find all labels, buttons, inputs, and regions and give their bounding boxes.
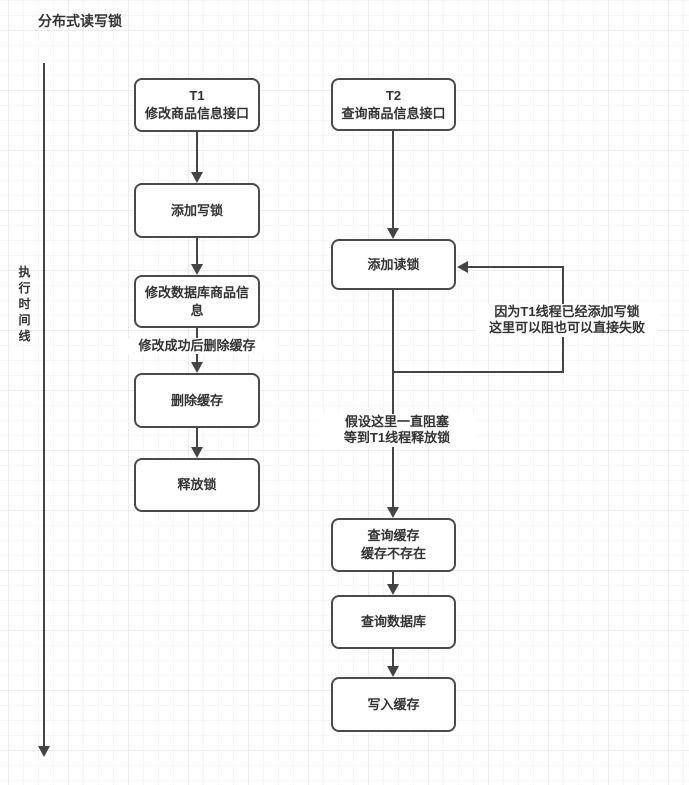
node-update-db-label: 修改数据库商品信息 bbox=[144, 284, 249, 318]
arrow-delete-cache-to-release-lock bbox=[196, 428, 198, 448]
arrowhead-add-read-lock-to-query-cache-icon bbox=[387, 507, 399, 518]
node-t1: T1 修改商品信息接口 bbox=[134, 78, 260, 132]
arrow-t2-to-add-read-lock bbox=[392, 131, 394, 229]
arrow-add-read-lock-to-query-cache bbox=[392, 290, 394, 508]
arrowhead-add-write-lock-to-update-db-icon bbox=[191, 264, 203, 275]
timeline-axis-line bbox=[43, 63, 45, 747]
node-update-db: 修改数据库商品信息 bbox=[134, 275, 260, 328]
node-delete-cache: 删除缓存 bbox=[134, 373, 260, 428]
node-add-write-lock: 添加写锁 bbox=[134, 183, 260, 238]
node-t2: T2 查询商品信息接口 bbox=[331, 78, 456, 131]
arrow-add-write-lock-to-update-db bbox=[196, 238, 198, 265]
loop-bottom-line bbox=[393, 371, 564, 373]
node-t1-label: T1 修改商品信息接口 bbox=[144, 88, 249, 121]
loop-top-line bbox=[468, 266, 564, 268]
arrow-query-db-to-write-cache bbox=[392, 649, 394, 667]
node-t2-label: T2 查询商品信息接口 bbox=[341, 87, 446, 121]
diagram-title: 分布式读写锁 bbox=[38, 13, 122, 29]
node-write-cache: 写入缓存 bbox=[331, 677, 456, 732]
timeline-arrowhead-icon bbox=[38, 746, 50, 757]
node-query-cache-label: 查询缓存 缓存不存在 bbox=[360, 528, 426, 561]
edge-label-wait-note: 假设这里一直阻塞 等到T1线程释放锁 bbox=[317, 414, 477, 447]
edge-label-block-note: 因为T1线程已经添加写锁 这里可以阻也可以直接失败 bbox=[476, 304, 658, 337]
arrowhead-query-cache-to-query-db-icon bbox=[387, 584, 399, 595]
arrowhead-t1-to-add-write-lock-icon bbox=[191, 172, 203, 183]
arrow-t1-to-add-write-lock bbox=[196, 132, 198, 173]
timeline-label: 执行时间线 bbox=[18, 265, 31, 343]
edge-label-after-update: 修改成功后删除缓存 bbox=[117, 338, 277, 355]
node-query-cache: 查询缓存 缓存不存在 bbox=[331, 518, 456, 572]
arrow-query-cache-to-query-db bbox=[392, 572, 394, 585]
node-delete-cache-label: 删除缓存 bbox=[170, 392, 223, 408]
node-release-lock: 释放锁 bbox=[134, 458, 260, 512]
node-query-db: 查询数据库 bbox=[331, 595, 456, 649]
node-query-db-label: 查询数据库 bbox=[360, 614, 426, 630]
node-release-lock-label: 释放锁 bbox=[177, 477, 217, 493]
arrowhead-t2-to-add-read-lock-icon bbox=[387, 228, 399, 239]
arrowhead-delete-cache-to-release-lock-icon bbox=[191, 447, 203, 458]
arrowhead-query-db-to-write-cache-icon bbox=[387, 666, 399, 677]
node-add-read-lock: 添加读锁 bbox=[331, 239, 456, 290]
node-write-cache-label: 写入缓存 bbox=[367, 696, 420, 712]
node-add-write-lock-label: 添加写锁 bbox=[170, 202, 223, 218]
arrowhead-loop-to-add-read-lock-icon bbox=[457, 261, 468, 273]
node-add-read-lock-label: 添加读锁 bbox=[367, 256, 420, 272]
arrowhead-update-db-to-delete-cache-icon bbox=[191, 362, 203, 373]
